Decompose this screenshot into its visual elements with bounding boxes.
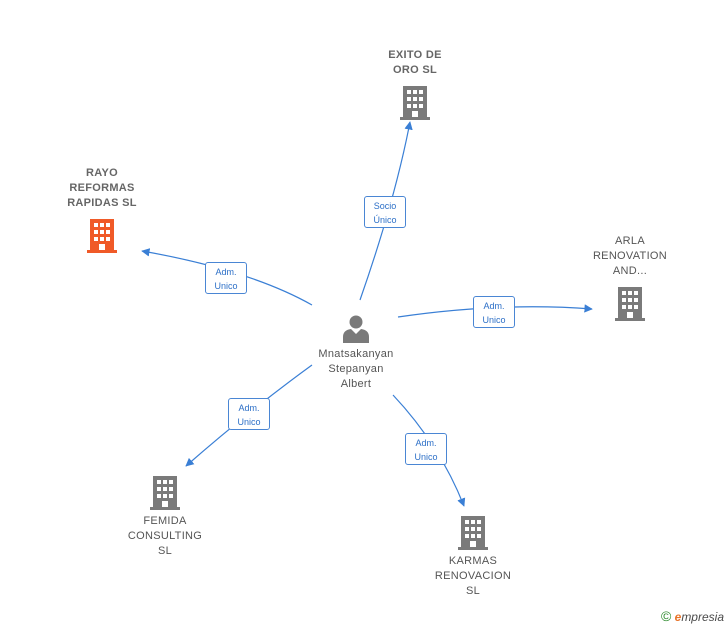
company-node-femida[interactable]: FEMIDA CONSULTING SL <box>115 474 215 559</box>
brand-name: mpresia <box>681 610 724 624</box>
building-icon <box>458 516 488 550</box>
relation-label-karmas[interactable]: Adm. Unico <box>405 433 447 465</box>
building-icon <box>615 287 645 321</box>
brand-watermark: © empresia <box>661 608 724 624</box>
company-name-karmas: KARMAS RENOVACION SL <box>434 555 512 597</box>
building-icon <box>400 86 430 120</box>
company-node-exito[interactable]: EXITO DE ORO SL <box>370 48 460 120</box>
relation-label-exito[interactable]: Socio Único <box>364 196 406 228</box>
company-name-arla: ARLA RENOVATION AND... <box>592 235 668 277</box>
person-name: Mnatsakanyan Stepanyan Albert <box>318 348 394 390</box>
relation-label-rayo[interactable]: Adm. Unico <box>205 262 247 294</box>
relation-label-femida[interactable]: Adm. Unico <box>228 398 270 430</box>
brand-initial: e <box>674 610 682 624</box>
building-icon <box>150 476 180 510</box>
company-node-karmas[interactable]: KARMAS RENOVACION SL <box>423 514 523 599</box>
person-node[interactable]: Mnatsakanyan Stepanyan Albert <box>296 313 416 392</box>
building-icon <box>87 219 117 253</box>
person-icon <box>343 315 369 343</box>
company-node-rayo[interactable]: RAYO REFORMAS RAPIDAS SL <box>52 166 152 253</box>
copyright-icon: © <box>660 608 672 624</box>
company-node-arla[interactable]: ARLA RENOVATION AND... <box>580 234 680 321</box>
company-name-exito: EXITO DE ORO SL <box>388 49 442 76</box>
relation-label-arla[interactable]: Adm. Unico <box>473 296 515 328</box>
company-name-femida: FEMIDA CONSULTING SL <box>127 515 203 557</box>
company-name-rayo: RAYO REFORMAS RAPIDAS SL <box>67 167 137 209</box>
